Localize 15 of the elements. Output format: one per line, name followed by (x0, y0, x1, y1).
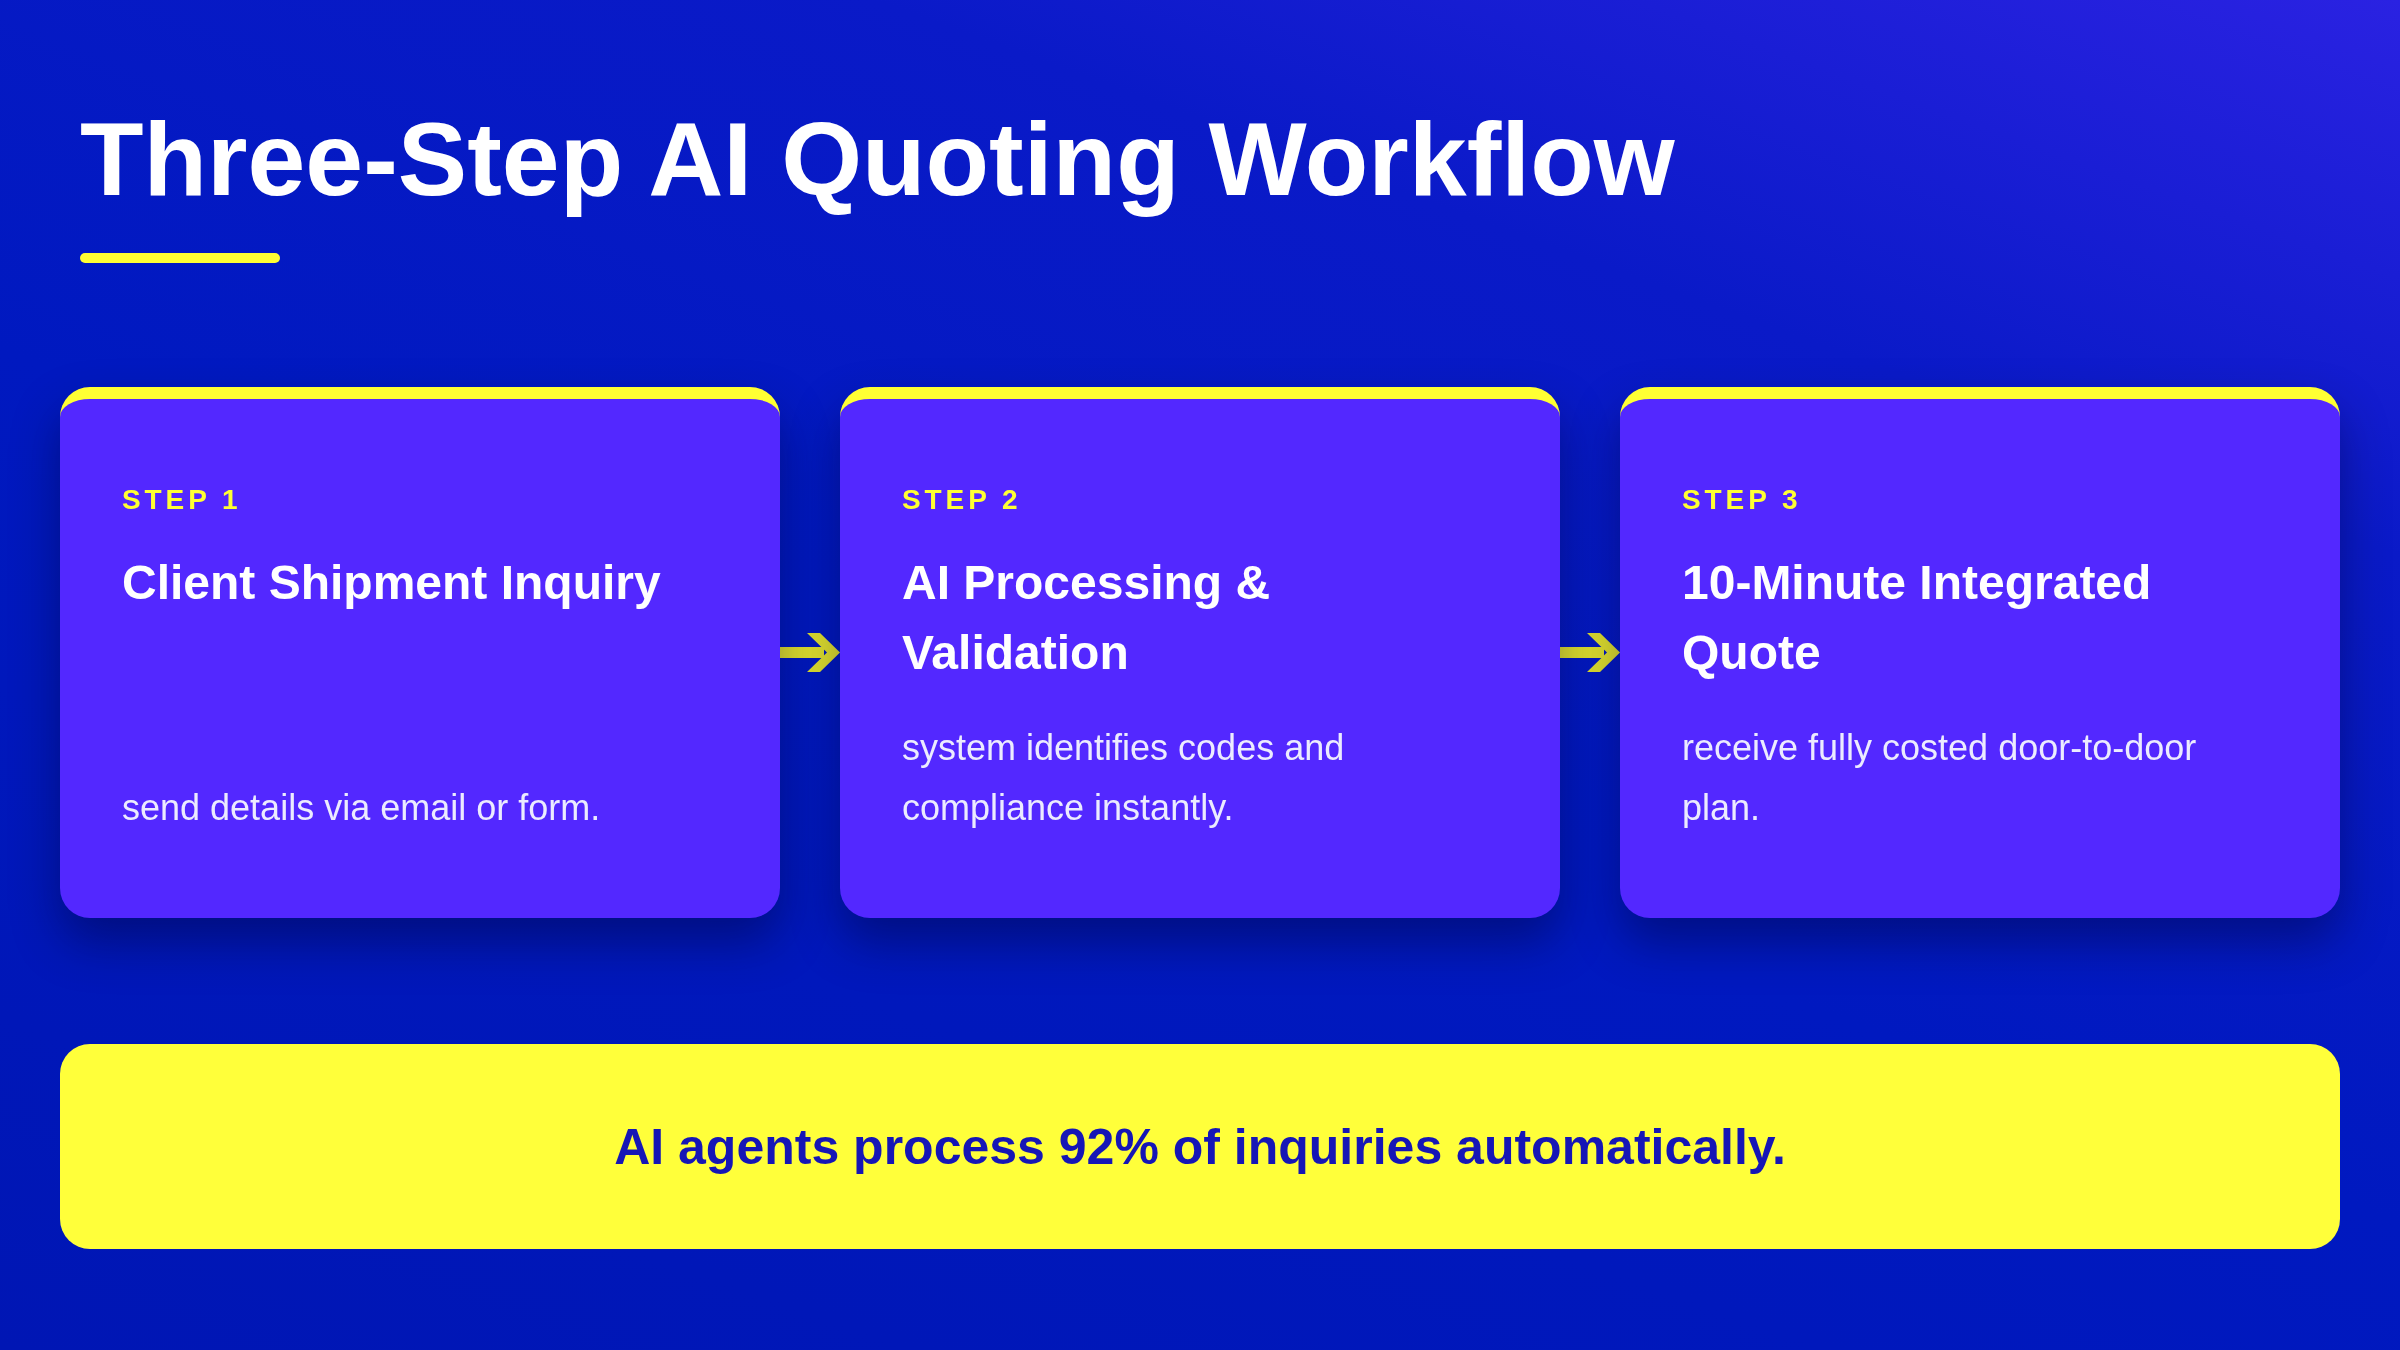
step-title: Client Shipment Inquiry (122, 555, 661, 611)
step-label: STEP 1 (122, 483, 242, 517)
step-title: AI Processing & Validation (902, 555, 1272, 681)
step-card (1620, 387, 2340, 918)
step-card (60, 387, 780, 918)
step-label: STEP 3 (1682, 483, 1802, 517)
step-label: STEP 2 (902, 483, 1022, 517)
summary-banner (60, 1044, 2340, 1249)
step-card (840, 387, 1560, 918)
step-description: receive fully costed door-to-door plan. (1682, 726, 2198, 830)
step-description: system identifies codes and compliance instantly. (902, 726, 1346, 830)
step-description: send details via email or form. (122, 786, 601, 830)
summary-text: AI agents process 92% of inquiries automatically. (614, 1117, 1786, 1177)
title: Three-Step AI Quoting Workflow (80, 100, 1675, 219)
step-title: 10-Minute Integrated Quote (1682, 555, 2153, 681)
